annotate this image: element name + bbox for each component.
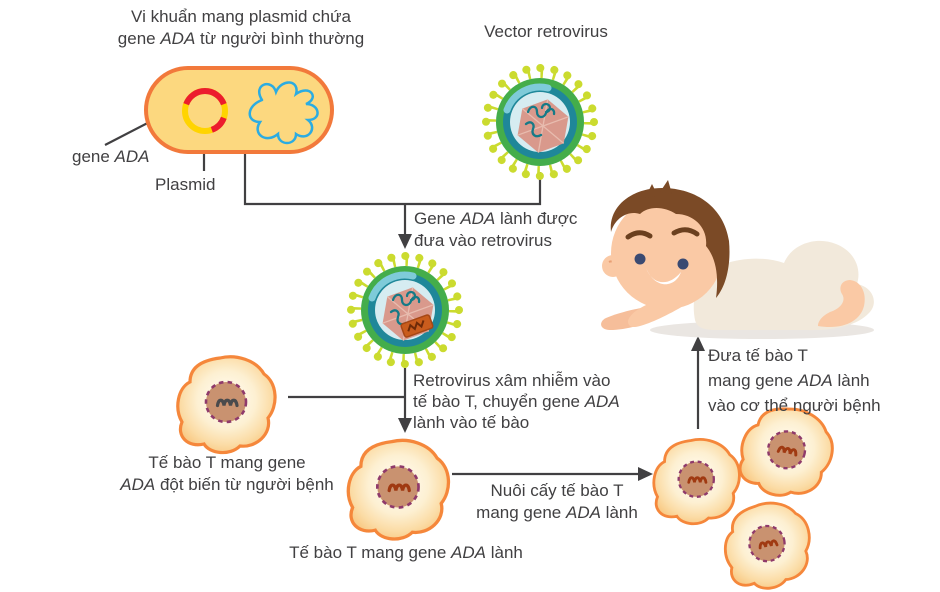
chromosome-icon (248, 81, 319, 145)
label-gene-ada: gene ADA (72, 147, 150, 166)
label-plasmid: Plasmid (155, 175, 216, 194)
label-tcell-healthy: Tế bào T mang gene ADA lành (289, 543, 523, 562)
arrow-heads (398, 234, 705, 481)
baby-hair (610, 188, 730, 298)
retrovirus-with-gene-icon (351, 256, 459, 364)
baby-illustration (601, 180, 874, 339)
ada-gene-block-icon (400, 314, 434, 338)
label-vector-retrovirus: Vector retrovirus (484, 22, 608, 41)
plasmid-icon (182, 88, 228, 134)
t-cell-mutant-icon (176, 355, 277, 455)
t-cell-healthy-icon (346, 438, 451, 541)
bacterium-icon (144, 66, 334, 154)
t-cell-cluster-icon (652, 398, 841, 592)
retrovirus-vector-icon (486, 68, 594, 176)
junction-line (243, 152, 542, 206)
